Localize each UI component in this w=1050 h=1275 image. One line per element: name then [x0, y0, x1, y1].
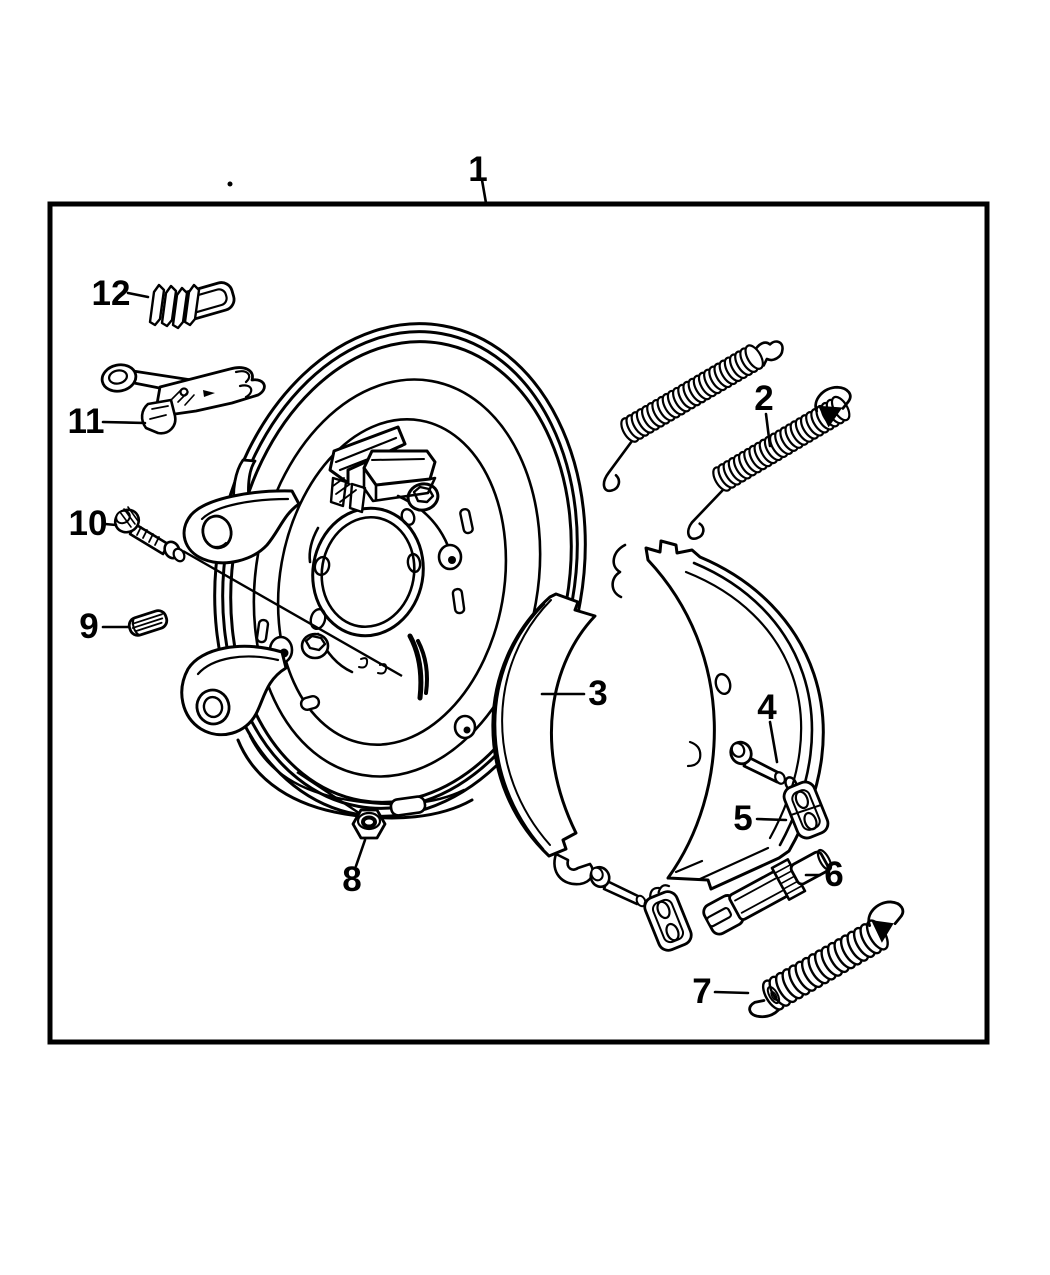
callout-leaders	[101, 178, 822, 995]
callout-leader-2	[764, 412, 772, 448]
bolt-to-plate-line	[182, 549, 403, 678]
callout-leader-4	[768, 720, 779, 764]
hold-down-pin-lower	[589, 865, 657, 914]
callout-label-12: 12	[92, 274, 131, 313]
callout-labels: 1 2 3 4 5 6 7 8 9 10 11 12	[68, 150, 844, 1011]
upper-arm	[182, 489, 301, 565]
callout-label-10: 10	[69, 504, 108, 543]
callout-label-4: 4	[757, 688, 777, 727]
callout-label-3: 3	[588, 674, 607, 713]
return-spring-upper-b	[686, 385, 854, 541]
hex-nut	[351, 808, 387, 840]
callout-label-8: 8	[342, 860, 361, 899]
hold-down-clip-lower	[643, 884, 693, 952]
callout-leader-1	[480, 178, 488, 205]
callout-label-11: 11	[68, 402, 105, 441]
callout-label-9: 9	[79, 607, 98, 646]
shoe-adjuster	[702, 848, 833, 936]
hold-down-clip-right	[782, 780, 830, 840]
anchor-bracket	[328, 425, 437, 514]
mounting-bolt	[113, 506, 186, 563]
actuating-lever	[100, 363, 266, 435]
hold-down-pin-right	[729, 740, 798, 792]
retainer-clip	[127, 609, 169, 637]
brake-shoe-left	[491, 592, 597, 886]
lower-arm	[180, 645, 288, 737]
callout-leader-10	[103, 522, 118, 527]
callout-leader-12	[126, 291, 150, 299]
brake-shoe-right	[611, 539, 825, 891]
callout-label-5: 5	[733, 799, 752, 838]
shoe-retainer-stack	[148, 281, 236, 330]
callout-label-6: 6	[824, 855, 843, 894]
callout-label-2: 2	[754, 379, 773, 418]
callout-leader-8	[354, 838, 367, 868]
callout-leader-7	[713, 990, 750, 995]
callout-label-1: 1	[468, 150, 487, 189]
ink-speck	[227, 181, 233, 187]
backing-plate	[180, 322, 587, 820]
callout-label-7: 7	[692, 972, 711, 1011]
return-spring-lower	[748, 900, 905, 1019]
return-spring-upper-a	[602, 340, 784, 493]
callout-leader-11	[101, 420, 147, 425]
kit-frame-box	[47, 201, 990, 1045]
plate-to-nut-line	[296, 770, 360, 815]
callout-leader-5	[755, 817, 788, 822]
